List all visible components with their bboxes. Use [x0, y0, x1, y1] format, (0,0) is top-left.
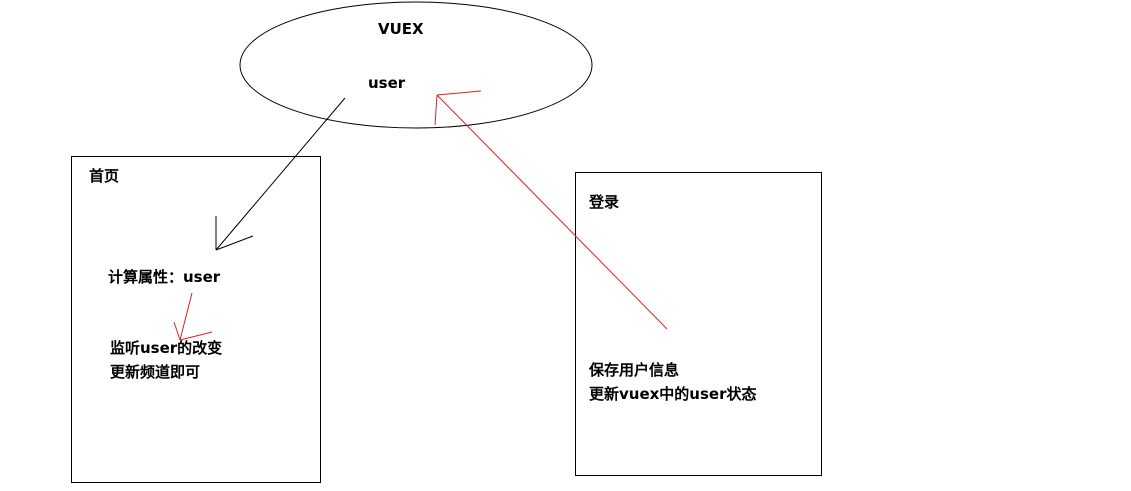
update-channel-label: 更新频道即可 — [110, 363, 200, 381]
vuex-store-node: VUEX user — [239, 1, 593, 129]
computed-to-watch-arrow-shaft — [179, 292, 193, 341]
login-to-store-arrowhead-b — [434, 94, 438, 126]
computed-to-watch-arrow — [173, 292, 213, 341]
home-page-title: 首页 — [89, 167, 119, 185]
home-page-box — [71, 156, 321, 483]
login-to-store-arrow — [434, 90, 668, 330]
update-vuex-user-label: 更新vuex中的user状态 — [589, 385, 756, 403]
home-page-node: 首页 计算属性：user 监听user的改变 更新频道即可 — [71, 156, 321, 483]
vuex-store-title: VUEX — [378, 20, 424, 38]
login-to-store-arrow-shaft — [436, 94, 668, 330]
watch-user-label: 监听user的改变 — [110, 339, 222, 357]
vuex-store-ellipse — [239, 1, 593, 129]
login-to-store-arrowhead-a — [436, 90, 482, 96]
store-to-home-arrow-shaft — [215, 97, 346, 251]
vuex-store-state-label: user — [368, 74, 406, 92]
computed-to-watch-arrowhead-a — [173, 321, 181, 341]
save-user-info-label: 保存用户信息 — [588, 361, 679, 379]
login-page-node: 登录 保存用户信息 更新vuex中的user状态 — [575, 172, 822, 476]
store-to-home-arrow — [215, 97, 346, 251]
login-page-box — [575, 172, 822, 476]
computed-to-watch-arrowhead-b — [179, 331, 213, 341]
login-page-title: 登录 — [588, 193, 619, 211]
computed-property-label: 计算属性：user — [108, 268, 221, 286]
store-to-home-arrowhead-b — [215, 235, 254, 251]
